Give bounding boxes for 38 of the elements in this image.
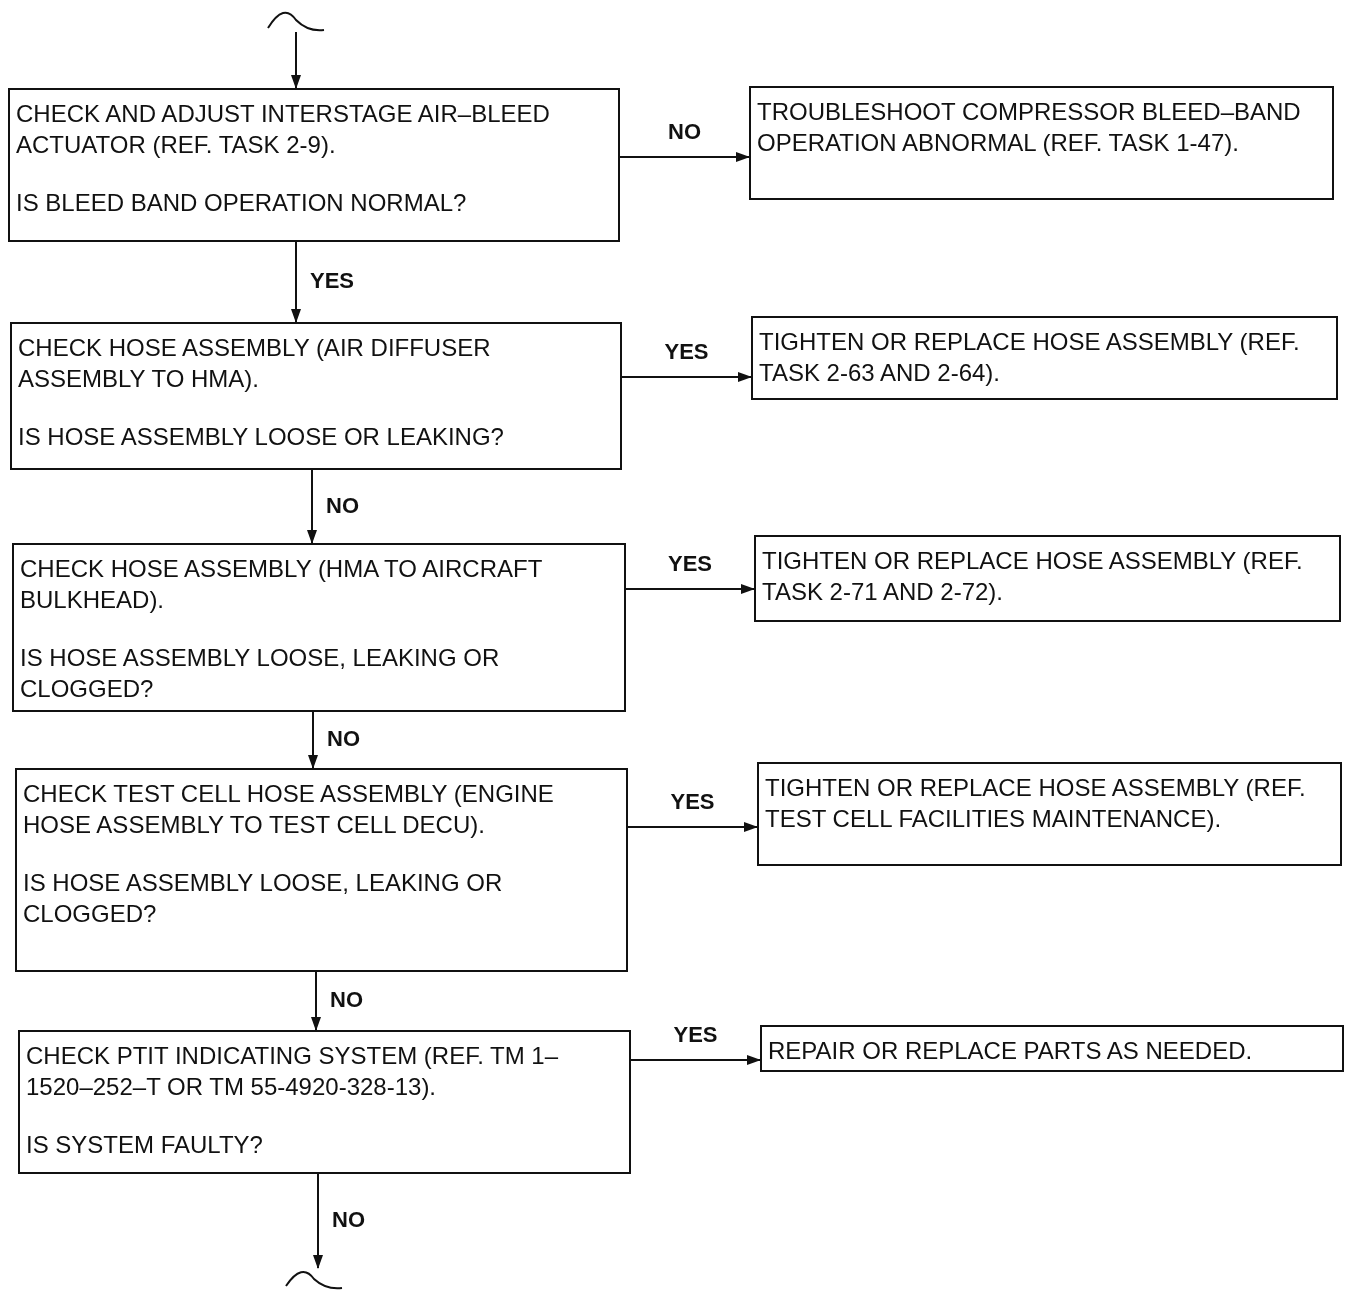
question-text: IS HOSE ASSEMBLY LOOSE OR LEAKING?	[18, 422, 505, 452]
break-symbol	[267, 11, 325, 32]
step-text: TIGHTEN OR REPLACE HOSE ASSEMBLY (REF. TASK 2-71 AND 2-72).	[762, 546, 1304, 607]
action-box	[760, 1025, 1344, 1072]
break-symbol	[285, 1270, 343, 1290]
question-text: IS HOSE ASSEMBLY LOOSE, LEAKING OR CLOGGED?	[20, 643, 501, 704]
step-text: CHECK HOSE ASSEMBLY (HMA TO AIRCRAFT BULKHEAD).	[20, 554, 543, 615]
step-text: CHECK AND ADJUST INTERSTAGE AIR–BLEED ACTUATOR (REF. TASK 2-9).	[16, 99, 551, 160]
arrow	[311, 971, 321, 1031]
decision-box	[8, 88, 620, 242]
arrow	[619, 152, 750, 162]
arrow	[291, 31, 301, 89]
arrow	[291, 241, 301, 323]
action-box	[749, 86, 1334, 200]
arrow	[621, 372, 752, 382]
decision-box	[15, 768, 628, 972]
arrow	[308, 711, 318, 769]
arrow	[307, 469, 317, 544]
step-text: TIGHTEN OR REPLACE HOSE ASSEMBLY (REF. TASK 2-63 AND 2-64).	[759, 327, 1301, 388]
question-text: IS BLEED BAND OPERATION NORMAL?	[16, 188, 468, 218]
arrow	[627, 822, 758, 832]
action-box	[757, 762, 1342, 866]
step-text: CHECK PTIT INDICATING SYSTEM (REF. TM 1–1520–252–T OR TM 55-4920-328-13).	[26, 1041, 560, 1102]
step-text: REPAIR OR REPLACE PARTS AS NEEDED.	[768, 1036, 1254, 1066]
step-text: CHECK HOSE ASSEMBLY (AIR DIFFUSER ASSEMBLY TO HMA).	[18, 333, 492, 394]
action-box	[751, 316, 1338, 400]
step-text: TIGHTEN OR REPLACE HOSE ASSEMBLY (REF. TEST CELL FACILITIES MAINTENANCE).	[765, 773, 1307, 834]
arrow	[313, 1173, 323, 1269]
decision-box	[10, 322, 622, 470]
question-text: IS SYSTEM FAULTY?	[26, 1130, 264, 1160]
decision-box	[12, 543, 626, 712]
arrow	[630, 1055, 761, 1065]
action-box	[754, 535, 1341, 622]
step-text: TROUBLESHOOT COMPRESSOR BLEED–BAND OPERATION ABNORMAL (REF. TASK 1-47).	[757, 97, 1302, 158]
question-text: IS HOSE ASSEMBLY LOOSE, LEAKING OR CLOGGED?	[23, 868, 504, 929]
decision-box	[18, 1030, 631, 1174]
arrow	[625, 584, 755, 594]
step-text: CHECK TEST CELL HOSE ASSEMBLY (ENGINE HOSE ASSEMBLY TO TEST CELL DECU).	[23, 779, 555, 840]
